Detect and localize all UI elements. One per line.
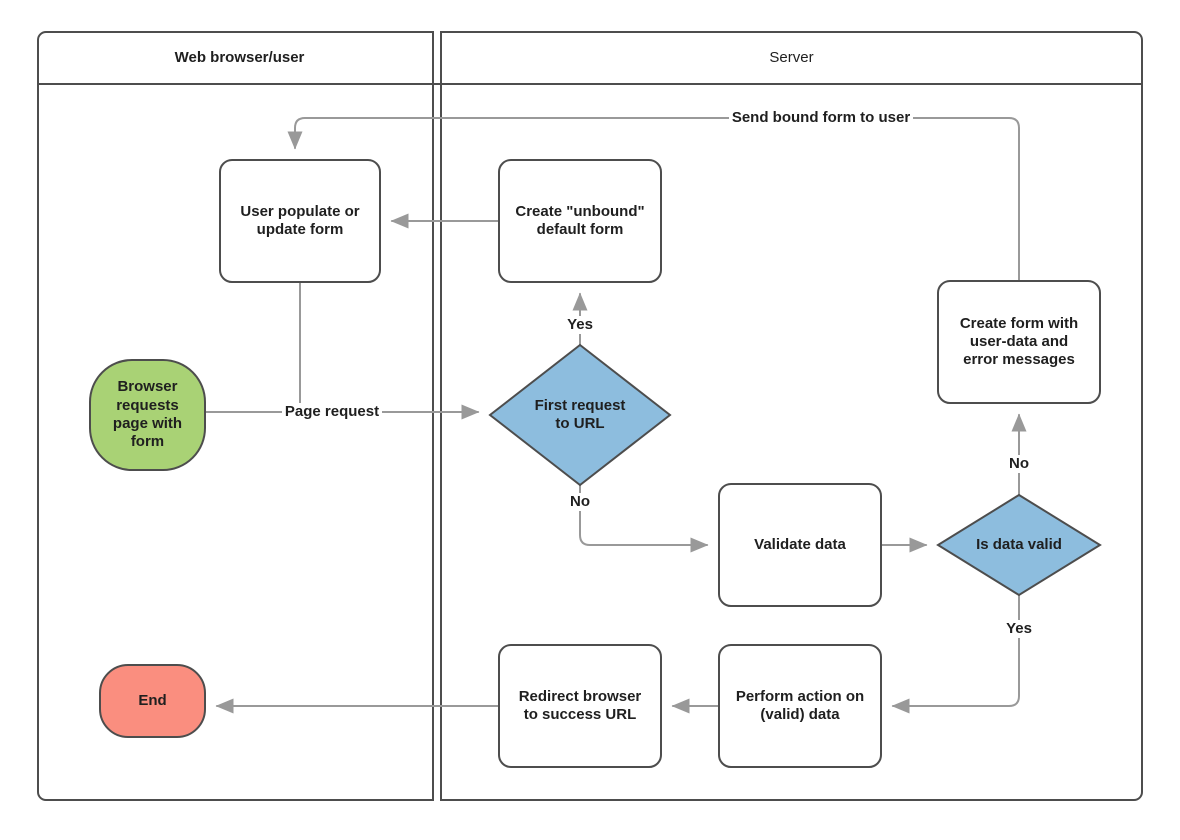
node-user-populate[interactable] <box>219 159 381 283</box>
node-is-data-valid-decision[interactable] <box>936 493 1102 597</box>
node-create-error-form[interactable] <box>937 280 1101 404</box>
node-redirect-browser[interactable] <box>498 644 662 768</box>
node-first-request-decision[interactable] <box>488 343 672 487</box>
edge-isvalid-yes <box>891 594 1020 714</box>
edge-create-errors-to-user <box>287 117 1020 282</box>
node-perform-action[interactable] <box>718 644 882 768</box>
node-end[interactable] <box>99 664 206 738</box>
node-browser-start[interactable] <box>89 359 206 471</box>
node-create-unbound[interactable] <box>498 159 662 283</box>
edge-first-request-no <box>579 484 709 553</box>
node-validate-data[interactable] <box>718 483 882 607</box>
